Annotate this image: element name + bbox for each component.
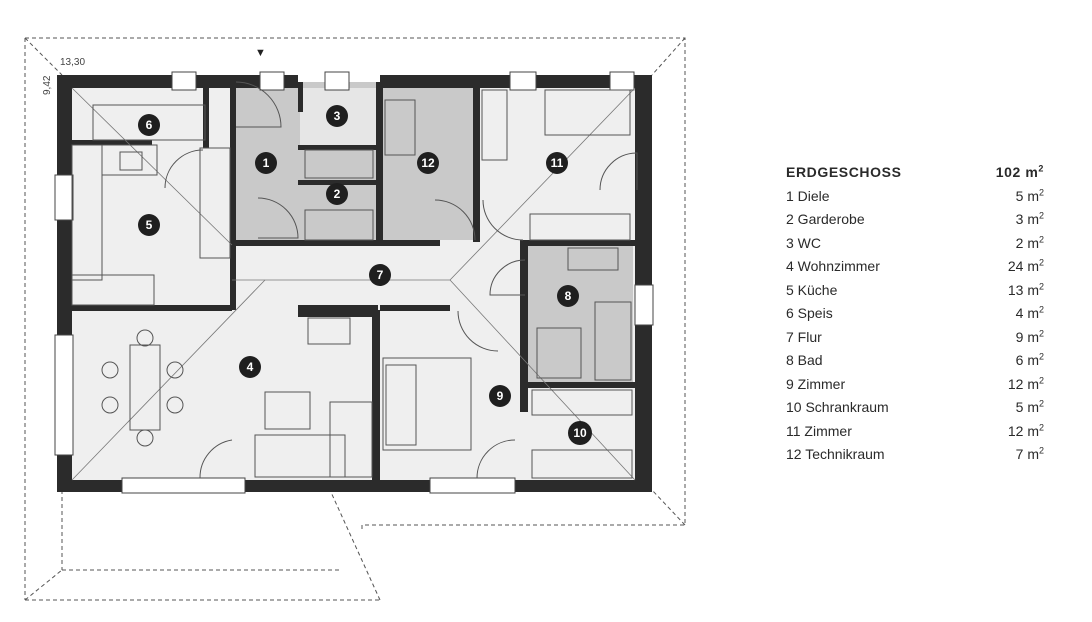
room-label: 10 Schrankraum	[786, 399, 889, 415]
room-area: 6 m2	[1015, 351, 1044, 368]
room-area: 9 m2	[1015, 327, 1044, 345]
svg-text:1: 1	[263, 156, 270, 170]
room-label: 2 Garderobe	[786, 211, 865, 227]
room-badge: 2	[326, 183, 348, 205]
room-area: 13 m2	[1007, 280, 1044, 298]
ridge-lines	[71, 87, 636, 481]
room-area: 3 m2	[1015, 210, 1044, 227]
room-badge: 10	[568, 421, 592, 445]
north-marker: ▼	[255, 47, 266, 59]
room-label: 8 Bad	[786, 352, 823, 368]
svg-text:12: 12	[421, 156, 435, 170]
table-row: 4 Wohnzimmer 24 m2	[786, 255, 1044, 279]
doors	[164, 81, 638, 479]
total-area: 102 m2	[995, 163, 1044, 180]
table-row: 10 Schrankraum 5 m2	[786, 396, 1044, 420]
room-area: 12 m2	[1007, 374, 1044, 392]
room-area: 24 m2	[1007, 257, 1044, 274]
room-area: 5 m2	[1015, 186, 1044, 204]
table-row: 5 Küche 13 m2	[786, 279, 1044, 303]
furniture	[71, 89, 633, 479]
svg-text:2: 2	[334, 187, 341, 201]
room-label: 12 Technikraum	[786, 446, 885, 462]
room-area: 4 m2	[1015, 304, 1044, 321]
floor-plan: 13,30 9,42 ▼	[24, 37, 686, 601]
room-badge: 11	[546, 152, 568, 174]
table-row: 1 Diele 5 m2	[786, 185, 1044, 209]
room-label: 4 Wohnzimmer	[786, 258, 880, 274]
room-badge: 12	[417, 152, 439, 174]
table-header: ERDGESCHOSS 102 m2	[786, 161, 1044, 185]
room-badge: 6	[138, 114, 160, 136]
svg-text:6: 6	[146, 118, 153, 132]
table-row: 11 Zimmer 12 m2	[786, 420, 1044, 444]
svg-text:8: 8	[565, 289, 572, 303]
room-label: 3 WC	[786, 234, 821, 251]
roof-outline	[24, 37, 686, 601]
table-row: 2 Garderobe 3 m2	[786, 208, 1044, 232]
table-row: 12 Technikraum 7 m2	[786, 443, 1044, 467]
svg-text:9: 9	[497, 389, 504, 403]
table-row: 7 Flur 9 m2	[786, 326, 1044, 350]
svg-text:3: 3	[334, 109, 341, 123]
table-row: 6 Speis 4 m2	[786, 302, 1044, 326]
room-badge: 9	[489, 385, 511, 407]
room-area: 5 m2	[1015, 398, 1044, 415]
room-label: 11 Zimmer	[786, 422, 852, 439]
interior-walls	[72, 82, 637, 482]
windows	[54, 71, 654, 494]
room-badge: 5	[138, 214, 160, 236]
room-area: 12 m2	[1007, 421, 1044, 439]
plan-width-dimension: 13,30	[60, 57, 85, 68]
table-row: 3 WC 2 m2	[786, 232, 1044, 256]
room-area: 7 m2	[1015, 445, 1044, 462]
room-label: 5 Küche	[786, 281, 838, 298]
room-area-table: ERDGESCHOSS 102 m2 1 Diele 5 m2 2 Garderob…	[786, 161, 1044, 467]
plan-height-dimension: 9,42	[42, 75, 53, 95]
table-row: 8 Bad 6 m2	[786, 349, 1044, 373]
floor-areas	[70, 82, 650, 482]
svg-text:11: 11	[551, 156, 564, 170]
table-row: 9 Zimmer 12 m2	[786, 373, 1044, 397]
room-area: 2 m2	[1015, 233, 1044, 251]
svg-text:7: 7	[377, 268, 384, 282]
room-label: 7 Flur	[786, 328, 822, 345]
room-label: 9 Zimmer	[786, 375, 846, 392]
room-label: 1 Diele	[786, 187, 830, 204]
svg-text:5: 5	[146, 218, 153, 232]
svg-text:10: 10	[573, 426, 587, 440]
room-badge: 1	[255, 152, 277, 174]
floor-title: ERDGESCHOSS	[786, 164, 902, 180]
svg-text:4: 4	[247, 360, 254, 374]
room-badge: 4	[239, 356, 261, 378]
room-badge: 7	[369, 264, 391, 286]
room-label: 6 Speis	[786, 305, 833, 321]
room-badge: 8	[557, 285, 579, 307]
room-badge: 3	[326, 105, 348, 127]
